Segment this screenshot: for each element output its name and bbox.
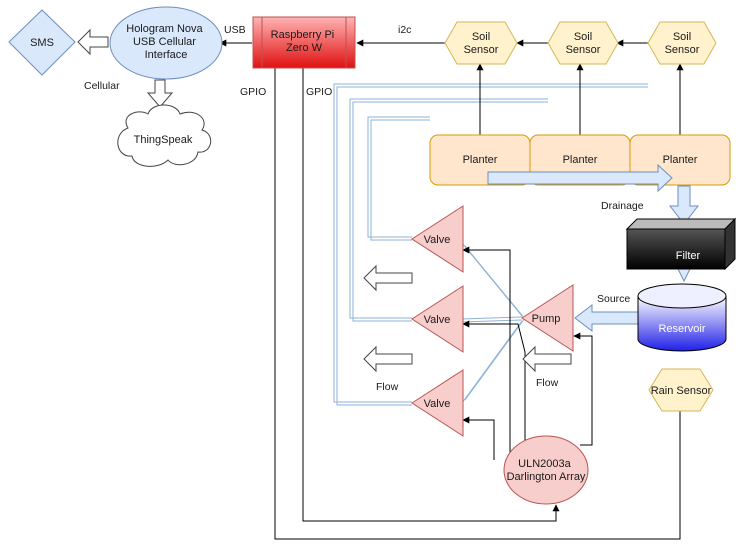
planter-1-label: Planter [463,154,498,166]
usb-label: USB [224,24,246,36]
raspberry-pi-label: Raspberry Pi Zero W [271,29,338,54]
rain-sensor-node: Rain Sensor [648,368,714,412]
planter-flow-arrow-top [487,163,673,193]
hologram-label: Hologram Nova USB Cellular Interface [126,23,205,61]
flow-arrow-2 [363,345,413,373]
filter-label: Filter [676,250,701,262]
gpio-label-1: GPIO [240,86,266,98]
hologram-arrows [77,28,572,373]
valve-1: Valve [411,205,464,273]
source-arrow [574,303,639,333]
uln-label: ULN2003a Darlington Array [507,458,586,483]
filter-node: Filter [625,217,737,271]
arrow-to-sms [77,28,109,56]
arrow-to-thingspeak [146,79,174,108]
drainage-arrow [668,185,700,225]
source-label: Source [597,293,630,305]
pump-node: Pump [521,284,574,352]
filter-to-reservoir-arrow [677,268,691,283]
rain-sensor-label: Rain Sensor [651,385,712,397]
reservoir-label: Reservoir [658,323,705,335]
thingspeak-node: ThingSpeak [117,104,212,167]
cellular-label: Cellular [84,80,120,92]
signal-wires [219,39,684,540]
valve-3: Valve [411,369,464,437]
sms-node: SMS [8,9,76,76]
flow-label-1: Flow [376,381,399,393]
hologram-node: Hologram Nova USB Cellular Interface [109,6,223,80]
planter-2-label: Planter [563,154,598,166]
i2c-label: i2c [398,24,411,36]
svg-text:Valve: Valve [424,314,451,326]
svg-text:Pump: Pump [532,313,561,325]
sms-label: SMS [30,37,54,49]
gpio-label-2: GPIO [306,86,332,98]
valve-2: Valve [411,285,464,353]
thingspeak-label: ThingSpeak [134,134,193,146]
planter-3-label: Planter [663,154,698,166]
drainage-label: Drainage [601,200,644,212]
water-pipes [333,83,648,406]
edge-labels: USB Cellular i2c GPIO GPIO Drainage Sour… [84,24,644,393]
reservoir-node: Reservoir [637,283,727,352]
svg-text:Valve: Valve [424,398,451,410]
flow-arrow-3 [522,345,572,373]
svg-text:Valve: Valve [424,234,451,246]
uln2003a-node: ULN2003a Darlington Array [503,435,589,505]
flow-arrow-1 [363,264,413,292]
raspberry-pi-node: Raspberry Pi Zero W [252,16,356,69]
flow-label-2: Flow [536,377,559,389]
